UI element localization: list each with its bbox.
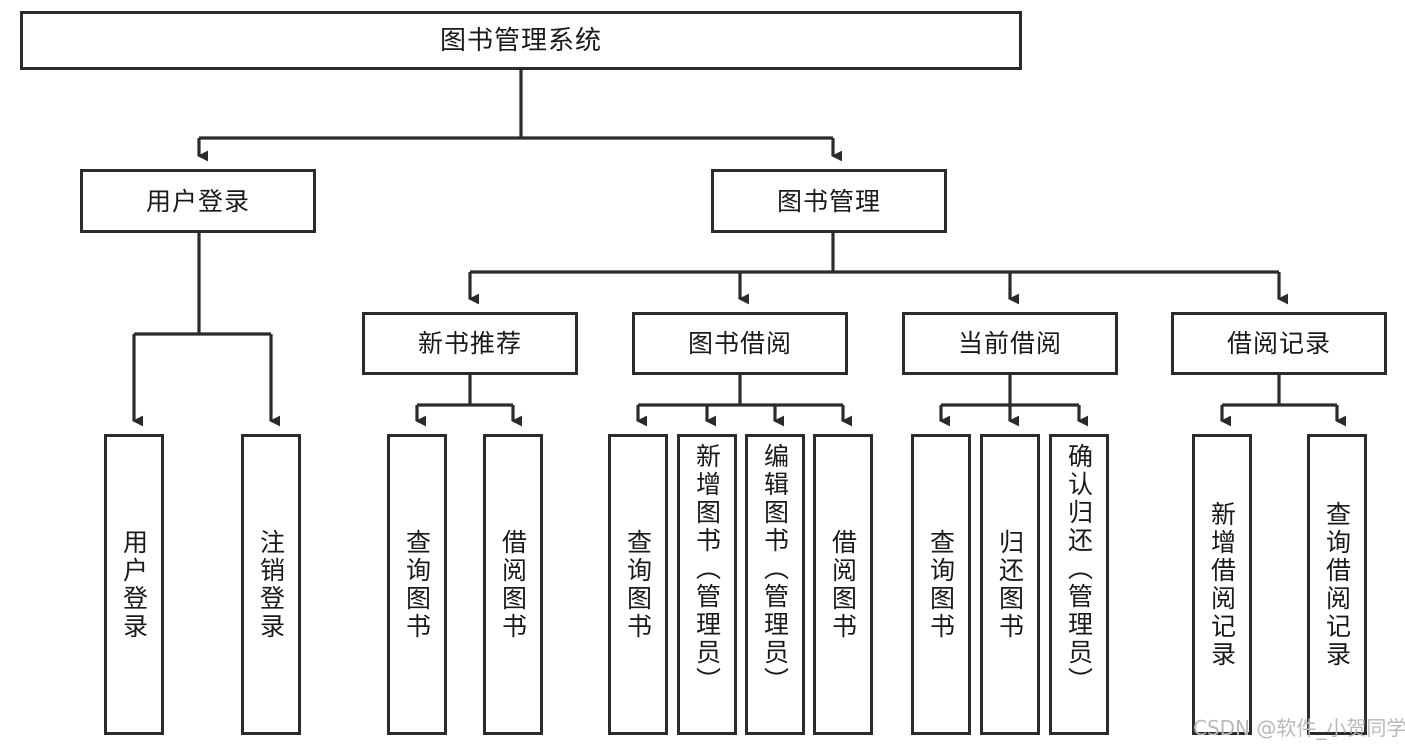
node-current-borrow[interactable]: 当前借阅 xyxy=(902,312,1118,375)
node-book-borrow-label: 图书借阅 xyxy=(687,329,792,358)
leaf-current-borrow-return-label: 归还图书 xyxy=(995,528,1025,641)
leaf-book-borrow-edit[interactable]: 编辑图书（管理员） xyxy=(745,434,805,735)
leaf-book-borrow-lend-label: 借阅图书 xyxy=(828,528,858,641)
node-new-book-recommend-label: 新书推荐 xyxy=(417,329,522,358)
leaf-new-book-query[interactable]: 查询图书 xyxy=(387,434,447,735)
node-root-library-system[interactable]: 图书管理系统 xyxy=(20,11,1022,70)
leaf-book-borrow-add[interactable]: 新增图书（管理员） xyxy=(677,434,737,735)
csdn-watermark: CSDN @软件_小贺同学 xyxy=(1193,716,1405,740)
leaf-borrow-record-query-label: 查询借阅记录 xyxy=(1322,500,1352,669)
leaf-book-borrow-add-label: 新增图书（管理员） xyxy=(692,443,722,695)
node-current-borrow-label: 当前借阅 xyxy=(957,329,1062,358)
leaf-new-book-borrow-label: 借阅图书 xyxy=(498,528,528,641)
node-new-book-recommend[interactable]: 新书推荐 xyxy=(362,312,578,375)
leaf-book-borrow-edit-label: 编辑图书（管理员） xyxy=(760,443,790,695)
leaf-borrow-record-add[interactable]: 新增借阅记录 xyxy=(1192,434,1252,735)
leaf-user-login-signout-label: 注销登录 xyxy=(256,528,286,641)
node-root-label: 图书管理系统 xyxy=(439,25,602,56)
leaf-current-borrow-query[interactable]: 查询图书 xyxy=(911,434,971,735)
leaf-current-borrow-confirm-label: 确认归还（管理员） xyxy=(1064,443,1094,695)
leaf-borrow-record-add-label: 新增借阅记录 xyxy=(1207,500,1237,669)
node-user-login-label: 用户登录 xyxy=(145,186,250,216)
leaf-book-borrow-query[interactable]: 查询图书 xyxy=(608,434,668,735)
leaf-new-book-borrow[interactable]: 借阅图书 xyxy=(483,434,543,735)
leaf-current-borrow-confirm[interactable]: 确认归还（管理员） xyxy=(1049,434,1109,735)
leaf-book-borrow-query-label: 查询图书 xyxy=(623,528,653,641)
node-user-login[interactable]: 用户登录 xyxy=(80,169,316,233)
node-borrow-record-label: 借阅记录 xyxy=(1226,329,1331,358)
leaf-borrow-record-query[interactable]: 查询借阅记录 xyxy=(1307,434,1367,735)
node-book-management-label: 图书管理 xyxy=(776,186,881,216)
leaf-user-login-signin-label: 用户登录 xyxy=(119,528,149,641)
leaf-current-borrow-return[interactable]: 归还图书 xyxy=(980,434,1040,735)
leaf-new-book-query-label: 查询图书 xyxy=(402,528,432,641)
leaf-user-login-signin[interactable]: 用户登录 xyxy=(104,434,164,735)
leaf-book-borrow-lend[interactable]: 借阅图书 xyxy=(813,434,873,735)
leaf-current-borrow-query-label: 查询图书 xyxy=(926,528,956,641)
node-book-borrow[interactable]: 图书借阅 xyxy=(632,312,848,375)
node-borrow-record[interactable]: 借阅记录 xyxy=(1171,312,1387,375)
node-book-management[interactable]: 图书管理 xyxy=(711,169,947,233)
leaf-user-login-signout[interactable]: 注销登录 xyxy=(241,434,301,735)
